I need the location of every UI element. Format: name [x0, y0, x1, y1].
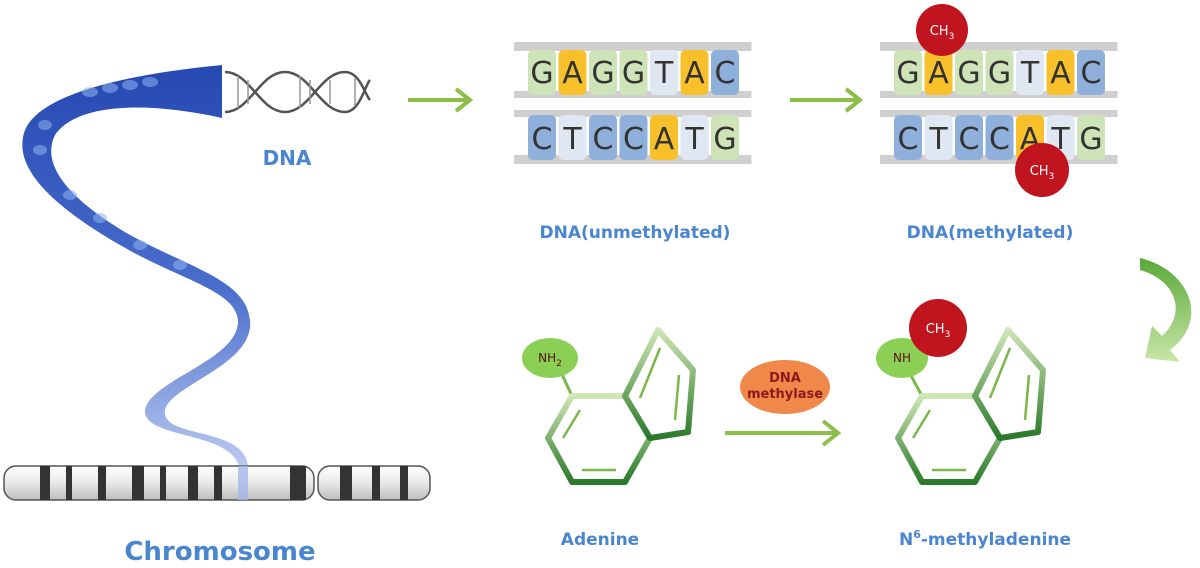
- methyl-group-bottom: CH3: [1015, 143, 1069, 197]
- svg-text:CH3: CH3: [1030, 164, 1055, 182]
- dna-base-letter: A: [684, 56, 705, 91]
- dna-base-block: [924, 115, 953, 160]
- dna-base-letter: A: [928, 56, 949, 91]
- dna-base-letter: T: [1020, 56, 1040, 91]
- adenine-molecule: NH2: [522, 327, 696, 485]
- dna-base-letter: C: [959, 122, 980, 157]
- svg-text:CH3: CH3: [926, 322, 951, 340]
- dna-base-letter: T: [684, 122, 704, 157]
- dna-backbone: [514, 42, 752, 51]
- methyl-group-top: CH3: [916, 4, 968, 56]
- methyladenine-label: N6-methyladenine: [899, 528, 1071, 550]
- dna-base-block: [650, 50, 678, 95]
- dna-base-letter: C: [989, 122, 1010, 157]
- dna-base-block: [1016, 50, 1044, 95]
- svg-text:NH2: NH2: [538, 351, 562, 369]
- dna-base-block: [589, 115, 617, 160]
- dna-base-block: [955, 115, 983, 160]
- dna-base-block: [528, 115, 556, 160]
- dna-base-letter: G: [988, 56, 1011, 91]
- dna-base-block: [985, 50, 1014, 95]
- dna-base-block: [589, 50, 617, 95]
- arrow-right-icon: [725, 419, 842, 447]
- adenine-label: Adenine: [561, 530, 639, 550]
- dna-base-block: [1077, 115, 1105, 160]
- dna-base-block: [1046, 50, 1075, 95]
- dna-base-block: [1077, 50, 1105, 95]
- dna-label: DNA: [263, 146, 312, 170]
- methyladenine-molecule: NH CH3: [876, 299, 1046, 485]
- curved-arrow-icon: [1140, 258, 1192, 362]
- dna-base-letter: G: [713, 122, 736, 157]
- dna-helix-icon: [224, 70, 372, 114]
- dna-base-letter: C: [715, 56, 736, 91]
- dna-base-block: [619, 50, 648, 95]
- dna-base-block: [985, 115, 1014, 160]
- dna-base-block: [528, 50, 556, 95]
- dna-backbone: [880, 42, 1118, 51]
- svg-text:DNA: DNA: [769, 371, 801, 386]
- chromatin-ribbon: [22, 65, 251, 470]
- dna-base-letter: G: [957, 56, 980, 91]
- dna-base-letter: G: [622, 56, 645, 91]
- dna-base-block: [924, 50, 953, 95]
- dna-base-letter: G: [1079, 122, 1102, 157]
- dna-base-letter: G: [591, 56, 614, 91]
- dna-base-block: [680, 50, 709, 95]
- dna-base-block: [558, 50, 587, 95]
- dna-base-letter: A: [562, 56, 583, 91]
- dna-base-block: [711, 115, 739, 160]
- dna-base-block: [894, 50, 922, 95]
- dna-base-letter: C: [532, 122, 553, 157]
- dna-base-letter: C: [593, 122, 614, 157]
- svg-text:NH: NH: [893, 351, 911, 365]
- dna-base-letter: C: [1081, 56, 1102, 91]
- dna-base-letter: T: [928, 122, 948, 157]
- chromosome-label: Chromosome: [124, 537, 315, 567]
- arrow-right-icon: [408, 87, 474, 113]
- dna-base-letter: T: [654, 56, 674, 91]
- dna-methylase-enzyme: DNA methylase: [740, 360, 830, 414]
- dna-base-block: [619, 115, 648, 160]
- dna-unmethylated-label: DNA(unmethylated): [540, 223, 731, 243]
- dna-base-block: [650, 115, 678, 160]
- dna-base-block: [894, 115, 922, 160]
- dna-base-block: [711, 50, 739, 95]
- dna-base-block: [955, 50, 983, 95]
- dna-base-letter: G: [896, 56, 919, 91]
- dna-base-block: [680, 115, 709, 160]
- dna-base-letter: T: [562, 122, 582, 157]
- dna-base-letter: C: [623, 122, 644, 157]
- dna-backbone: [514, 110, 752, 117]
- dna-base-block: [558, 115, 587, 160]
- dna-base-letter: G: [530, 56, 553, 91]
- dna-base-letter: A: [1050, 56, 1071, 91]
- dna-base-letter: C: [898, 122, 919, 157]
- svg-text:methylase: methylase: [747, 387, 823, 402]
- svg-text:CH3: CH3: [930, 24, 955, 42]
- dna-base-letter: A: [654, 122, 675, 157]
- dna-backbone: [880, 110, 1118, 117]
- arrow-right-icon: [790, 87, 864, 113]
- chromosome-bar: [3, 465, 431, 501]
- dna-methylated-label: DNA(methylated): [907, 223, 1074, 243]
